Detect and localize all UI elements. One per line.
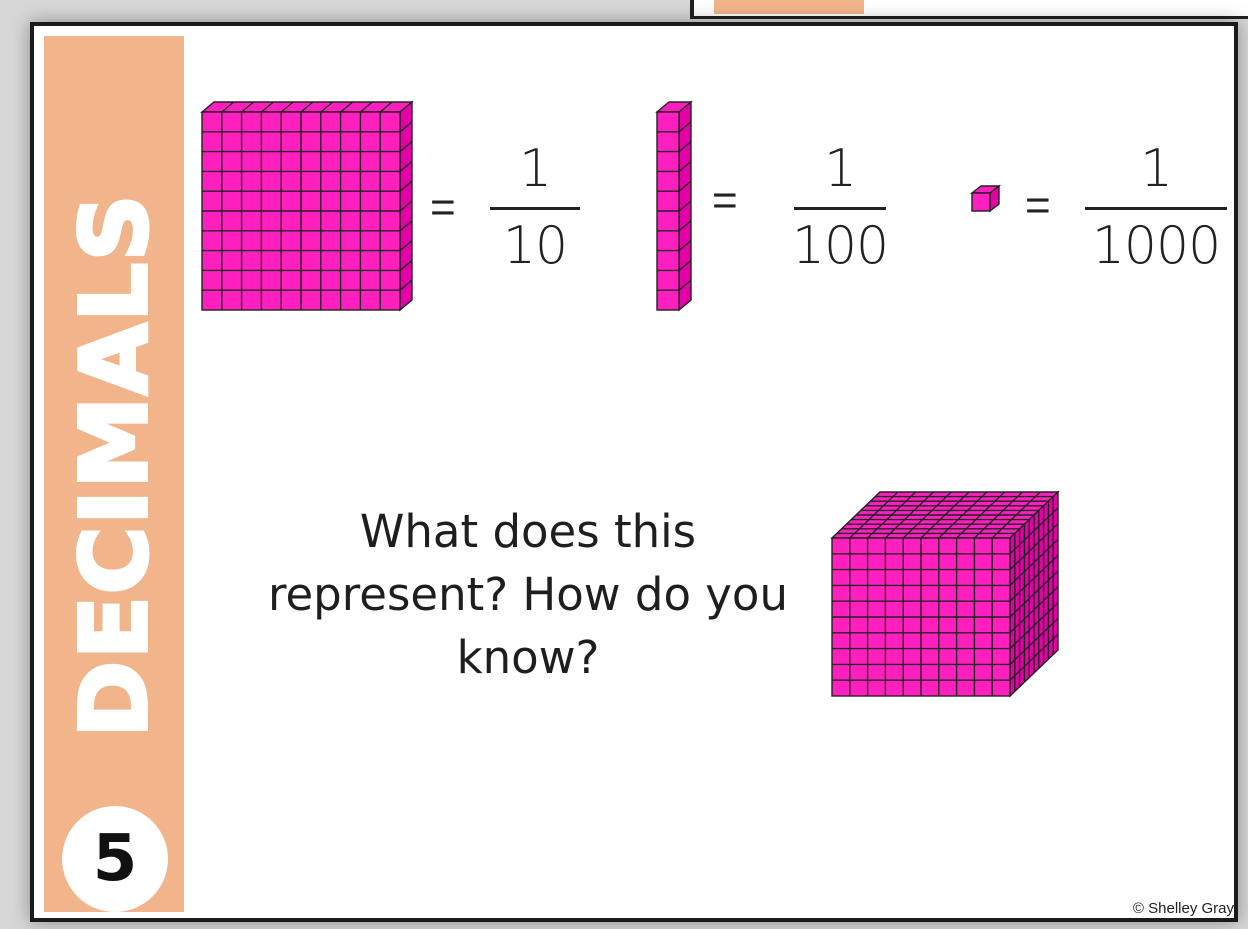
equals-sign-1: = xyxy=(430,183,456,232)
flat-block-image xyxy=(200,100,414,312)
topic-title: DECIMALS xyxy=(59,191,170,740)
question-text: What does this represent? How do you kno… xyxy=(267,505,788,684)
fraction-denominator: 1000 xyxy=(1091,216,1221,276)
fraction-one-hundredth: 1 100 xyxy=(790,143,890,272)
unit-block-image xyxy=(969,184,1002,213)
fraction-denominator: 100 xyxy=(791,216,889,276)
cube-block-image xyxy=(830,490,1060,698)
fraction-bar xyxy=(794,207,886,210)
fraction-bar xyxy=(1085,207,1227,210)
side-band xyxy=(44,36,184,912)
equals-sign-3: = xyxy=(1025,181,1051,230)
card-number-badge: 5 xyxy=(62,806,168,912)
fraction-bar xyxy=(490,207,580,210)
background-card-tab xyxy=(714,0,864,14)
fraction-numerator: 1 xyxy=(1139,139,1173,199)
fraction-one-tenth: 1 10 xyxy=(490,143,580,272)
background-card xyxy=(690,0,1248,19)
copyright-text: © Shelley Gray xyxy=(1132,900,1234,917)
fraction-one-thousandth: 1 1000 xyxy=(1085,143,1227,272)
equals-sign-2: = xyxy=(712,176,738,225)
rod-block-image xyxy=(655,100,693,312)
fraction-numerator: 1 xyxy=(823,139,857,199)
fraction-numerator: 1 xyxy=(518,139,552,199)
fraction-denominator: 10 xyxy=(502,216,568,276)
